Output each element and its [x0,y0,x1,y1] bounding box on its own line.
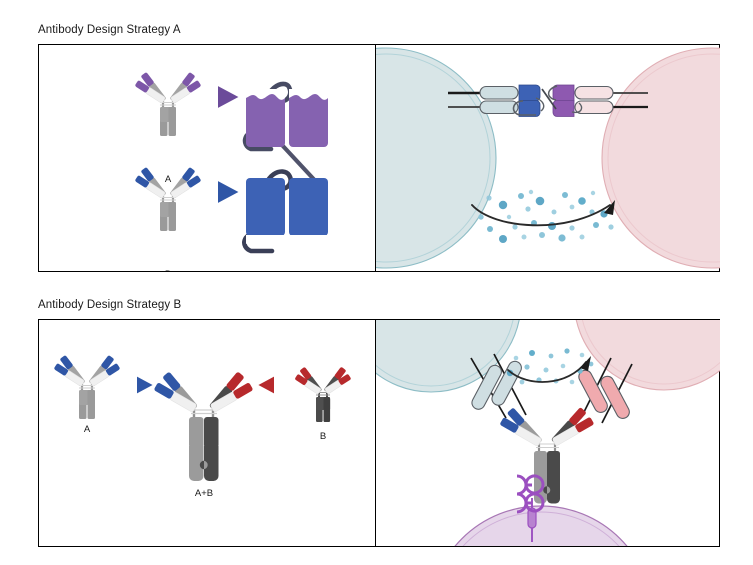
receptor-right-domains [574,85,614,115]
fc-gamma-receptor [516,474,545,542]
receptor-right-complex [578,357,633,424]
panel-title-strategy-a: Antibody Design Strategy A [38,24,181,36]
antibody-b-molecule [295,367,351,422]
cytokine-particles [478,189,614,243]
strategy-b-design-scene: A B A+B [39,320,375,546]
strategy-b-design-svg [54,355,351,481]
cytokine-flow-arrow [471,200,615,227]
antibody-a-molecule [54,355,120,419]
receptor-left-domains [479,85,519,115]
bispecific-igg-engaged [500,407,594,504]
panel-strategy-b: A B A+B [38,319,720,547]
strategy-b-mechanism-scene [376,320,720,546]
cell-left-teal [376,47,497,269]
panel-divider-b [375,320,377,546]
strategy-a-mechanism-scene [376,45,720,271]
bispecific-ab-molecule [154,372,253,481]
bridge-linker [541,88,557,110]
binder-blue-pair [512,84,545,117]
label-antibody-a: A [164,174,172,185]
construct-blue-tandem [242,169,328,254]
strategy-a-design-svg [135,72,328,254]
strategy-a-mechanism-svg [376,47,720,269]
binder-purple-pair [547,84,583,117]
label-antibody-b: B [319,431,327,442]
antibody-a-molecule [135,72,201,136]
cell-top-left-teal [376,320,520,393]
label-antibody-b: B [165,269,171,271]
strategy-a-design-scene: A B [39,45,375,271]
label-bispecific-ab: A+B [194,488,214,499]
cytokine-flow-arrow [507,356,591,383]
cell-bottom-effector-violet [454,505,628,546]
panel-strategy-a: A B [38,44,720,272]
cell-top-right-pink [575,320,720,391]
antibody-b-molecule [135,167,201,231]
panel-title-strategy-b: Antibody Design Strategy B [38,299,182,311]
strategy-b-mechanism-svg [376,320,720,546]
cell-right-pink [601,47,720,269]
receptor-left-complex [470,353,527,419]
label-antibody-a: A [83,424,91,435]
construct-purple-tandem [242,81,328,190]
